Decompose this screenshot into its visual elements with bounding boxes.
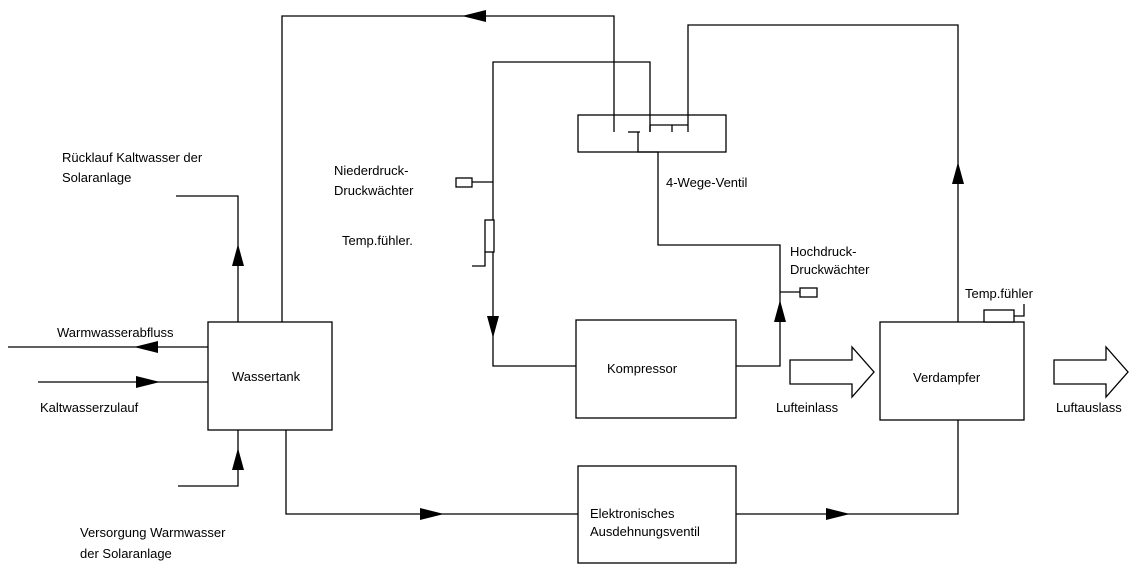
arrow-warmwasserabfluss — [134, 341, 158, 353]
arrow-discharge-up — [774, 300, 786, 322]
niederdruck-sensor — [455, 177, 473, 188]
line-discharge — [637, 132, 781, 367]
four-way-valve-box — [577, 114, 727, 153]
line-ruecklauf — [176, 195, 239, 322]
lufteinlass-arrow — [789, 345, 875, 399]
lufteinlass-label: Lufteinlass — [776, 400, 839, 415]
arrow-versorgung-up — [232, 448, 244, 470]
luftauslass-arrow — [1053, 345, 1129, 399]
ruecklauf-label-2: Solaranlage — [62, 170, 131, 185]
line-suction — [492, 61, 651, 367]
line-versorgung — [178, 430, 239, 487]
luftauslass-label: Luftauslass — [1056, 400, 1122, 415]
expansion-label-2: Ausdehnungsventil — [590, 524, 700, 539]
arrow-tank-to-expansion — [420, 508, 444, 520]
arrow-verdampfer-up — [952, 162, 964, 184]
warmwasserabfluss-label: Warmwasserabfluss — [57, 325, 174, 340]
kompressor-box — [575, 319, 737, 419]
hochdruck-label-1: Hochdruck- — [790, 244, 856, 259]
versorgung-label-2: der Solaranlage — [80, 546, 172, 561]
line-tank-to-expansion — [285, 430, 578, 515]
arrow-suction-down — [487, 316, 499, 338]
kompressor-label: Kompressor — [607, 361, 678, 376]
line-valve-to-verdampfer — [687, 24, 959, 322]
hochdruck-label-2: Druckwächter — [790, 262, 870, 277]
vierwegeventil-label: 4-Wege-Ventil — [666, 175, 748, 190]
arrow-expansion-to-verdampfer — [826, 508, 850, 520]
versorgung-label-1: Versorgung Warmwasser — [80, 525, 226, 540]
ruecklauf-label-1: Rücklauf Kaltwasser der — [62, 150, 203, 165]
wassertank-label: Wassertank — [232, 369, 301, 384]
niederdruck-label-1: Niederdruck- — [334, 163, 408, 178]
arrow-kaltwasserzulauf — [136, 376, 160, 388]
tempfuehler-left-label: Temp.fühler. — [342, 233, 413, 248]
expansion-label-1: Elektronisches — [590, 506, 675, 521]
tempfuehler-right-label: Temp.fühler — [965, 286, 1034, 301]
line-tank-to-valve — [281, 15, 615, 322]
tempfuehler-right-sensor — [983, 309, 1015, 323]
arrow-ruecklauf-up — [232, 244, 244, 266]
hochdruck-sensor — [799, 287, 818, 298]
arrow-top-left — [462, 10, 486, 22]
kaltwasserzulauf-label: Kaltwasserzulauf — [40, 400, 139, 415]
tempfuehler-left-sensor — [484, 219, 495, 253]
niederdruck-label-2: Druckwächter — [334, 183, 414, 198]
line-expansion-to-verdampfer — [736, 420, 959, 515]
wassertank-box — [207, 321, 333, 431]
expansion-valve-box — [577, 465, 737, 564]
verdampfer-label: Verdampfer — [913, 370, 981, 385]
verdampfer-box — [879, 321, 1025, 421]
